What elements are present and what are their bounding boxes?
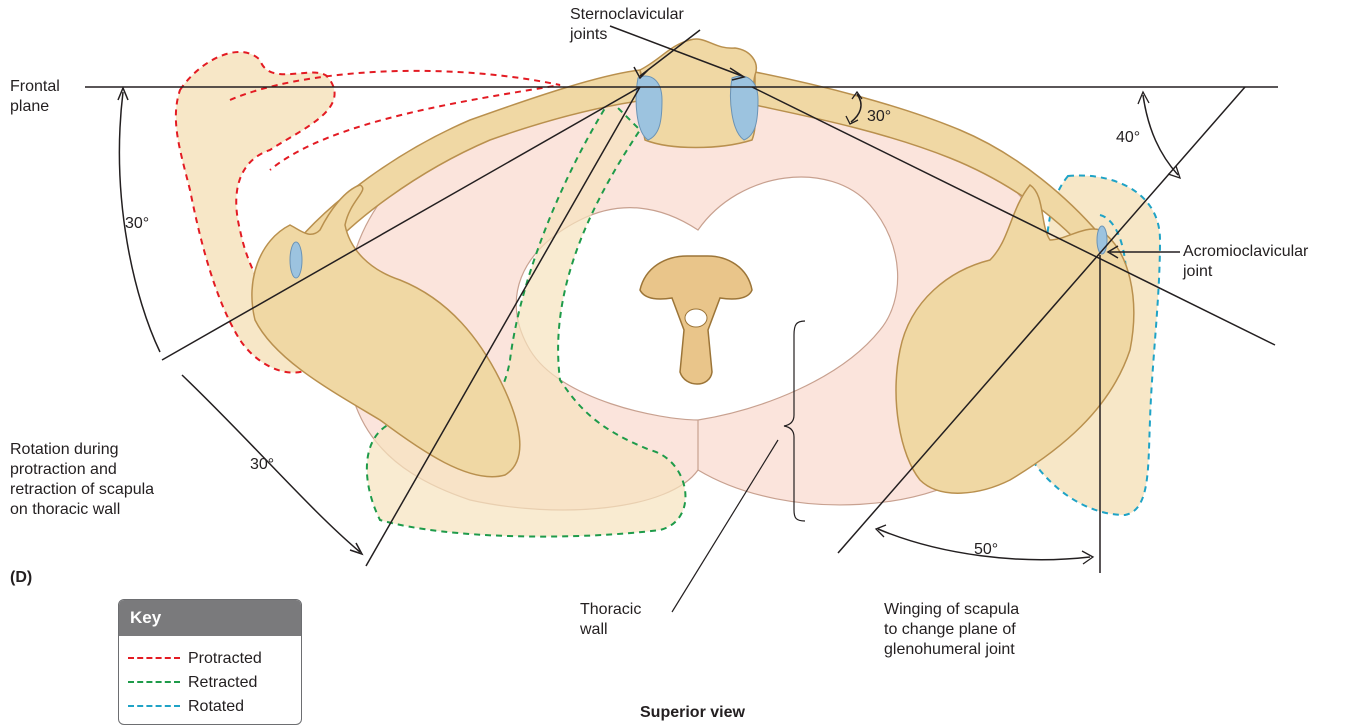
key-label: Retracted [188, 674, 257, 691]
winging-caption: Winging of scapula to change plane of gl… [884, 600, 1019, 660]
angle-50-label: 50° [974, 540, 998, 560]
thoracic-wall-label: Thoracic wall [580, 600, 641, 640]
key-item-protracted: Protracted [128, 648, 262, 670]
key-title: Key [119, 600, 301, 636]
left-acromioclavicular-cartilage [290, 242, 302, 278]
angle-40-label: 40° [1116, 128, 1140, 148]
dashed-line-icon [128, 681, 180, 685]
sternoclavicular-joints-label: Sternoclavicular joints [570, 5, 684, 45]
acromioclavicular-joint-label: Acromioclavicular joint [1183, 242, 1308, 282]
angle-30-top-label: 30° [867, 107, 891, 127]
angle-arc-40 [1143, 95, 1178, 175]
frontal-plane-label: Frontal plane [10, 77, 60, 117]
dashed-line-icon [128, 705, 180, 709]
key-legend: Key Protracted Retracted Rotated [118, 599, 302, 725]
key-label: Rotated [188, 698, 244, 715]
rotation-caption: Rotation during protraction and retracti… [10, 440, 154, 520]
angle-30-bottom-label: 30° [250, 455, 274, 475]
key-label: Protracted [188, 650, 262, 667]
key-item-retracted: Retracted [128, 672, 257, 694]
dashed-line-icon [128, 657, 180, 661]
superior-view-label: Superior view [640, 703, 745, 723]
key-item-rotated: Rotated [128, 696, 244, 718]
angle-30-left-label: 30° [125, 214, 149, 234]
panel-label: (D) [10, 568, 32, 588]
